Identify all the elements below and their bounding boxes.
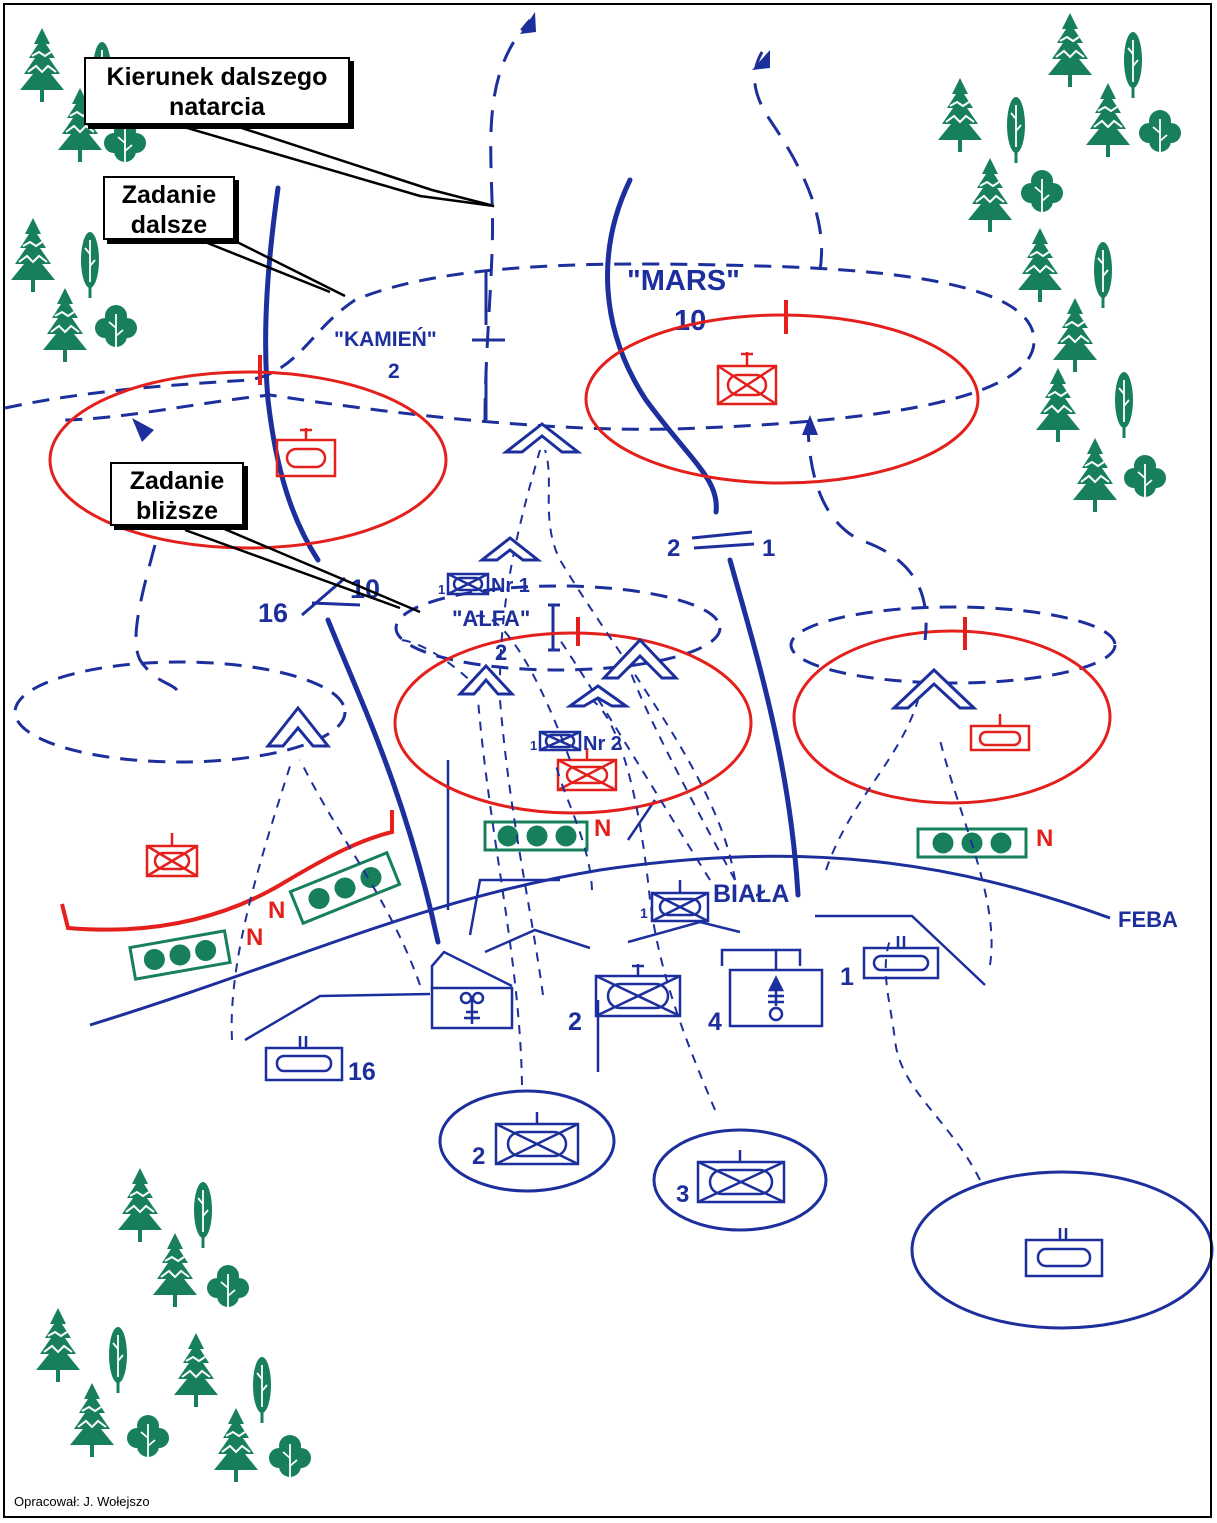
callout-further-task: Zadanie dalsze [103, 176, 235, 240]
friendly-mech-battalion-2-label: 2 [568, 1008, 582, 1036]
obstacle-label-n: N [1036, 825, 1053, 852]
reserve-mech-3-label: 3 [676, 1181, 689, 1208]
boundary-label-2: 2 [667, 535, 680, 562]
feba-label: FEBA [1118, 907, 1178, 932]
enemy-unit-armor-right [969, 714, 1031, 752]
obstacle-n-labels: N N N N [246, 815, 1053, 951]
callout-further-task-text: Zadanie dalsze [121, 181, 217, 239]
enemy-unit-mech-left [145, 833, 199, 878]
obstacle-minefield-center [483, 820, 589, 852]
objective-mars-name: "MARS" [627, 265, 740, 297]
place-name-biala: BIAŁA [713, 880, 789, 908]
friendly-tank-unit-16-label: 16 [348, 1058, 376, 1086]
enemy-areas [48, 313, 1112, 815]
objective-alfa-name: "ALFA" [452, 606, 530, 631]
callout-further-direction: Kierunek dalszego natarcia [84, 57, 350, 125]
enemy-frontline [60, 810, 394, 932]
attack-routes [230, 449, 993, 1181]
callout-further-direction-text: Kierunek dalszego natarcia [106, 63, 328, 121]
friendly-forward-lines [244, 760, 986, 1072]
obstacle-minefield-left-high [288, 850, 402, 926]
objective-kamien-name: "KAMIEŃ" [334, 328, 437, 351]
friendly-air-defense-unit [720, 948, 824, 1028]
author-credit: Opracował: J. Wołejszo [14, 1494, 150, 1509]
callout-leaders [159, 114, 495, 614]
lead-unit-nr2 [538, 730, 582, 752]
lead-unit-nr1 [446, 572, 490, 596]
feba-line [89, 854, 1111, 1027]
enemy-unit-armor-left [275, 428, 337, 478]
map-frame [3, 3, 1212, 1518]
friendly-artillery-unit [430, 950, 514, 1030]
reserve-mech-2 [494, 1112, 580, 1166]
objective-kamien-unit: 2 [388, 360, 400, 383]
obstacle-label-n: N [594, 815, 611, 842]
hollow-attack-arrows [264, 422, 978, 748]
reserve-mech-2-label: 2 [472, 1143, 485, 1170]
reserve-areas [438, 1089, 1214, 1330]
obstacle-minefield-right [916, 827, 1028, 859]
friendly-tank-unit-1-label: 1 [840, 963, 854, 991]
callout-immediate-task: Zadanie bliższe [110, 462, 244, 526]
lead-unit-nr1-label: Nr 1 [491, 575, 530, 597]
unit-biala-count: 1 [640, 905, 648, 921]
enemy-unit-mech-mars [716, 352, 778, 406]
reserve-mech-3 [696, 1150, 786, 1204]
reserve-tank-unit [1024, 1228, 1104, 1278]
boundary-label-16: 16 [258, 598, 288, 628]
callout-immediate-task-text: Zadanie bliższe [129, 467, 225, 525]
obstacle-label-n: N [268, 897, 285, 924]
arrowheads-solid [132, 12, 818, 442]
lead-unit-nr1-count: 1 [438, 582, 445, 597]
friendly-mech-battalion-2 [594, 964, 682, 1018]
unit-biala [650, 880, 710, 923]
unit-boundaries [263, 177, 801, 945]
friendly-tank-unit-1 [862, 936, 940, 980]
lead-unit-nr2-label: Nr 2 [583, 733, 622, 755]
objective-areas [4, 262, 1117, 764]
obstacle-minefield-left-low [128, 929, 232, 981]
enemy-boundary-ticks [258, 300, 967, 650]
obstacle-label-n: N [246, 924, 263, 951]
friendly-tank-unit-16 [264, 1036, 344, 1082]
further-advance-routes [134, 18, 928, 701]
lead-unit-nr2-count: 1 [530, 738, 537, 753]
boundary-label-1: 1 [762, 535, 775, 562]
friendly-air-defense-unit-label: 4 [708, 1008, 722, 1036]
